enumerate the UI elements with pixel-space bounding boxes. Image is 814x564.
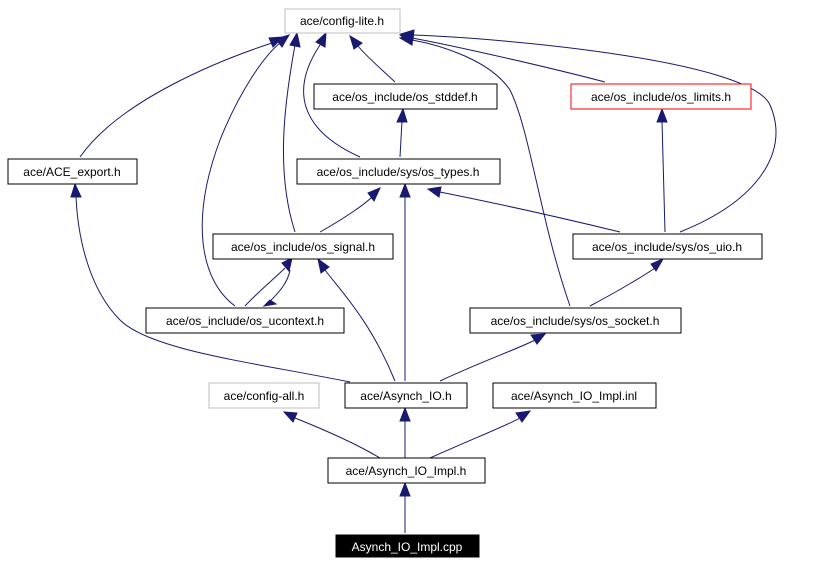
- node-os-limits[interactable]: ace/os_include/os_limits.h: [570, 83, 752, 110]
- node-label: ace/os_include/sys/os_types.h: [317, 165, 480, 179]
- arrow-head: [650, 257, 665, 272]
- edge-asynch-io-to-socket: [439, 339, 536, 382]
- edge-ucontext-to-signal-a: [244, 267, 286, 307]
- edge-limits-to-config-lite: [411, 37, 606, 83]
- node-label: ace/Asynch_IO_Impl.inl: [511, 389, 637, 403]
- arrow-head: [315, 31, 327, 48]
- edge-types-to-stddef: [399, 120, 403, 158]
- arrow-head: [656, 107, 668, 123]
- node-asynch-io-impl[interactable]: ace/Asynch_IO_Impl.h: [327, 457, 486, 484]
- node-label: ace/config-lite.h: [300, 14, 384, 28]
- node-label: ace/os_include/sys/os_socket.h: [491, 314, 660, 328]
- node-root[interactable]: Asynch_IO_Impl.cpp: [335, 534, 480, 558]
- edge-impl-to-inl: [429, 417, 521, 459]
- arrow-head: [530, 333, 547, 345]
- edge-socket-to-uio: [589, 267, 656, 307]
- arrow-head: [396, 107, 408, 123]
- edge-impl-to-config-all: [294, 417, 381, 459]
- node-label: ace/os_include/os_signal.h: [231, 240, 375, 254]
- arrow-head: [70, 182, 82, 198]
- edge-signal-to-config-lite: [282, 44, 296, 233]
- arrow-head: [262, 299, 278, 307]
- node-label: ace/Asynch_IO_Impl.h: [346, 464, 467, 478]
- arrow-head: [399, 481, 411, 497]
- node-label: ace/os_include/sys/os_uio.h: [592, 240, 742, 254]
- arrow-head: [289, 31, 301, 48]
- edge-asynch-io-to-signal: [324, 269, 396, 382]
- arrow-head: [282, 411, 298, 423]
- edges: [70, 29, 777, 533]
- node-asynch-io-impl-inl[interactable]: ace/Asynch_IO_Impl.inl: [492, 382, 657, 409]
- node-label: ace/os_include/os_ucontext.h: [166, 314, 324, 328]
- node-os-signal[interactable]: ace/os_include/os_signal.h: [212, 233, 394, 260]
- arrow-head: [426, 186, 442, 198]
- edge-socket-to-config-lite: [411, 39, 571, 307]
- arrow-head: [367, 187, 381, 202]
- node-os-uio[interactable]: ace/os_include/sys/os_uio.h: [572, 233, 763, 260]
- node-ace-export[interactable]: ace/ACE_export.h: [7, 158, 138, 185]
- edge-export-to-config-lite: [79, 42, 273, 158]
- node-asynch-io[interactable]: ace/Asynch_IO.h: [344, 382, 468, 409]
- node-label: ace/os_include/os_stddef.h: [332, 90, 477, 104]
- edge-stddef-to-config-lite: [357, 45, 396, 83]
- arrow-head: [317, 257, 330, 274]
- arrow-head: [349, 34, 363, 50]
- node-label: ace/config-all.h: [224, 389, 305, 403]
- arrow-head: [399, 406, 411, 422]
- arrow-head: [398, 34, 414, 46]
- node-config-lite[interactable]: ace/config-lite.h: [284, 8, 401, 34]
- node-os-socket[interactable]: ace/os_include/sys/os_socket.h: [469, 307, 682, 334]
- arrow-head: [281, 257, 293, 273]
- edge-signal-to-types: [319, 196, 373, 233]
- edge-types-to-config-lite: [303, 44, 361, 158]
- node-label: ace/ACE_export.h: [23, 165, 120, 179]
- node-label: Asynch_IO_Impl.cpp: [352, 540, 463, 554]
- node-os-types[interactable]: ace/os_include/sys/os_types.h: [296, 158, 501, 185]
- arrow-head: [399, 182, 411, 198]
- node-label: ace/os_include/os_limits.h: [591, 90, 731, 104]
- edge-uio-to-config-lite: [412, 34, 777, 233]
- node-label: ace/Asynch_IO.h: [360, 389, 451, 403]
- arrow-head: [515, 410, 532, 423]
- node-config-all[interactable]: ace/config-all.h: [208, 382, 320, 409]
- arrow-head: [275, 34, 291, 48]
- node-os-ucontext[interactable]: ace/os_include/os_ucontext.h: [145, 307, 345, 334]
- edge-uio-to-types: [439, 191, 621, 233]
- node-os-stddef[interactable]: ace/os_include/os_stddef.h: [313, 83, 498, 110]
- edge-uio-to-limits: [661, 120, 666, 233]
- edge-ucontext-to-config-lite: [201, 42, 281, 307]
- edge-asynch-io-to-export: [75, 196, 351, 383]
